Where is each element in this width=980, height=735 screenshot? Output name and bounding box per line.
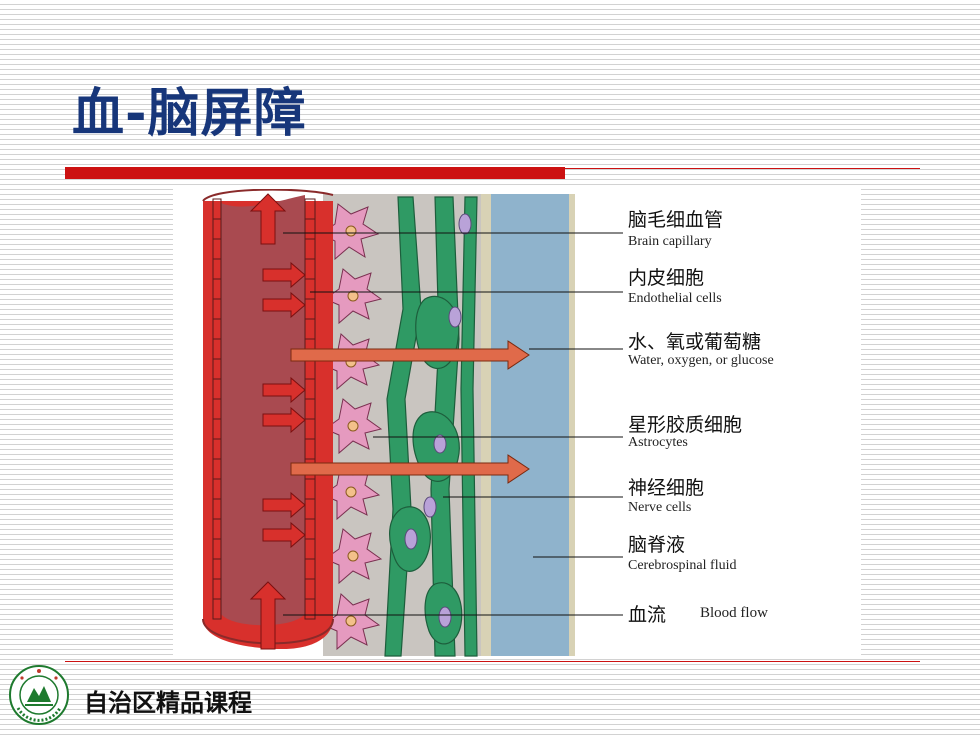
label-blood-flow-cn: 血流	[628, 604, 667, 626]
label-astrocytes-en: Astrocytes	[628, 435, 688, 450]
label-nerve-cells-en: Nerve cells	[628, 500, 692, 515]
label-nerve-cells-cn: 神经细胞	[628, 477, 705, 499]
csf-region	[491, 194, 569, 656]
label-astrocytes-cn: 星形胶质细胞	[628, 414, 743, 436]
diffusion-arrows	[262, 261, 306, 549]
label-csf-cn: 脑脊液	[628, 534, 686, 556]
nerve-cell-nuclei	[404, 213, 472, 628]
title-underline-bar	[65, 167, 565, 179]
footer-rule	[65, 661, 920, 662]
label-csf-en: Cerebrospinal fluid	[628, 558, 737, 573]
blood-flow-arrows	[249, 193, 287, 650]
blood-brain-barrier-figure: 脑毛细血管 Brain capillary 内皮细胞 Endothelial c…	[173, 189, 861, 659]
endothelial-cells	[212, 198, 316, 620]
label-brain-capillary-cn: 脑毛细血管	[628, 209, 724, 231]
label-water-en: Water, oxygen, or glucose	[628, 353, 774, 368]
label-water-cn: 水、氧或葡萄糖	[628, 331, 762, 353]
glucose-arrows	[290, 340, 530, 484]
label-blood-flow-en: Blood flow	[700, 605, 768, 621]
astrocyte-nuclei	[345, 225, 359, 627]
title-rule	[565, 168, 920, 169]
slide-title: 血-脑屏障	[72, 84, 307, 144]
leader-lines	[283, 232, 623, 616]
pia-layer	[481, 194, 491, 656]
barrier-illustration	[202, 189, 623, 657]
university-seal-icon	[8, 664, 70, 726]
label-endothelial-en: Endothelial cells	[628, 291, 722, 306]
label-brain-capillary-en: Brain capillary	[628, 234, 712, 249]
outer-membrane	[569, 194, 575, 656]
footer-course-label: 自治区精品课程	[84, 689, 252, 717]
label-endothelial-cn: 内皮细胞	[628, 267, 705, 289]
